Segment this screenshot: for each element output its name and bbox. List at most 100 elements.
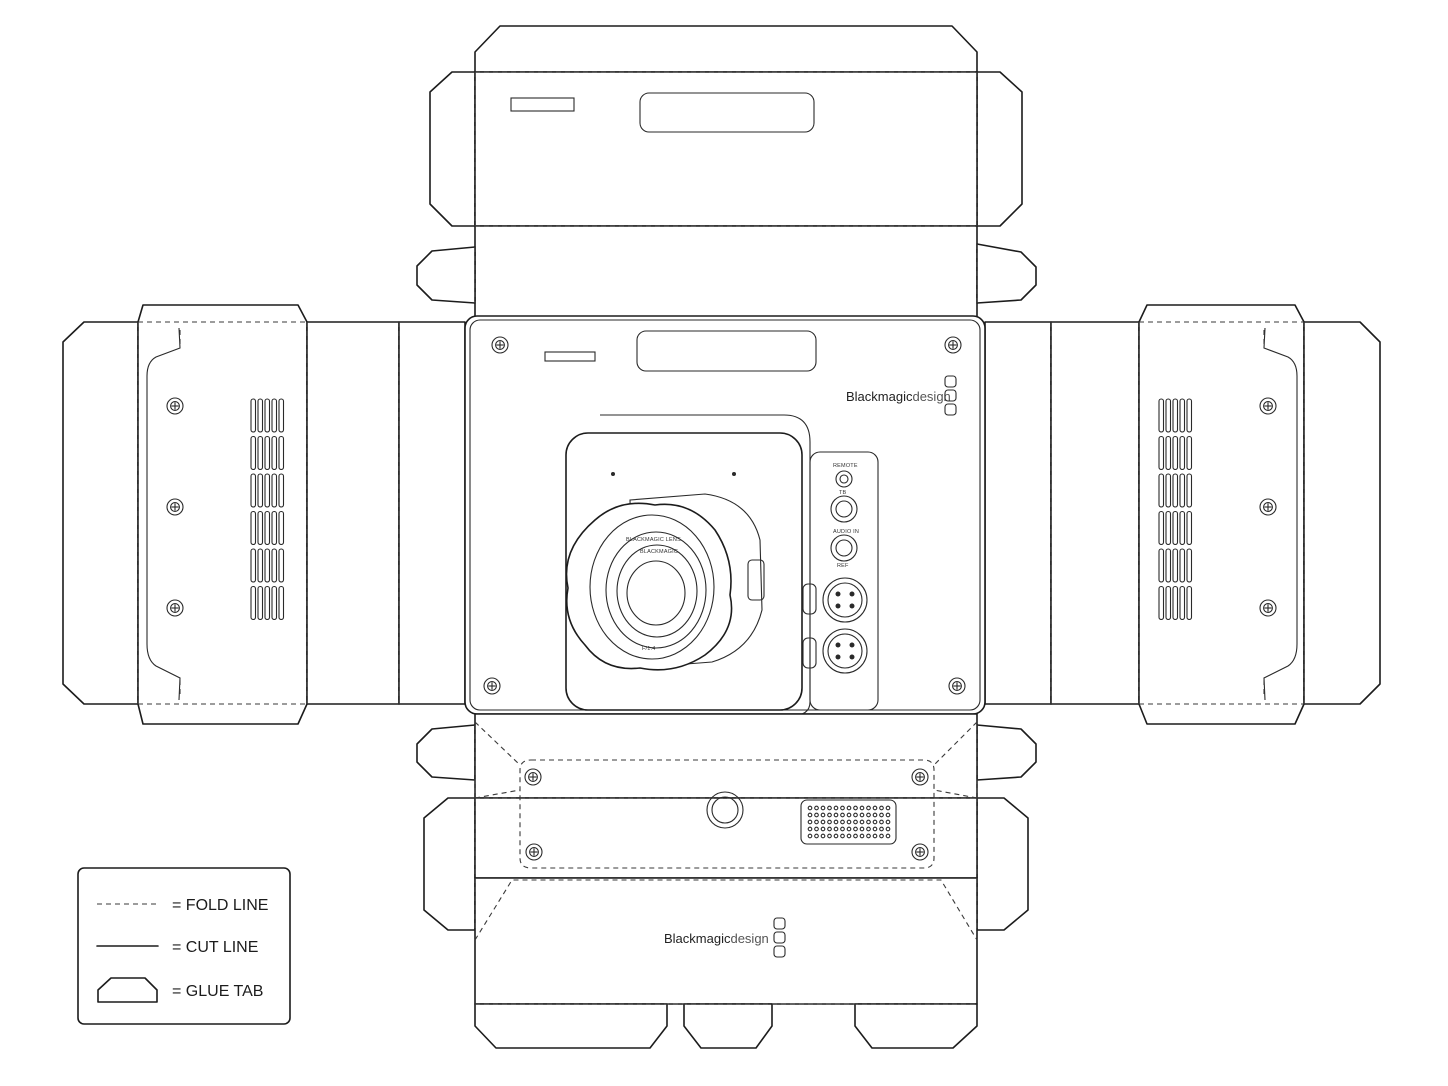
mount-hole <box>732 472 736 476</box>
back-tab-left <box>474 1003 668 1049</box>
vent-slot <box>271 548 278 583</box>
vent-hole <box>807 819 813 825</box>
vent-hole <box>879 833 884 839</box>
vent-slot <box>257 473 264 508</box>
vent-slot <box>1172 435 1179 471</box>
vent-hole <box>840 805 845 811</box>
vent-hole <box>859 833 865 839</box>
top-left-side-flap <box>429 71 476 227</box>
vent-hole <box>833 819 839 825</box>
right-strip-a <box>984 321 1052 705</box>
xlr-connector-upper <box>822 577 868 623</box>
vent-hole <box>866 812 871 818</box>
vent-slot <box>257 548 264 583</box>
latch-upper <box>802 583 817 615</box>
right-outer-glue-flap <box>1303 321 1381 705</box>
vent-slot <box>278 510 285 546</box>
vent-hole <box>853 819 858 825</box>
vent-hole <box>866 826 871 832</box>
lens-ring-text: BLACKMAGIC LENS <box>626 537 681 543</box>
vent-slot <box>278 548 285 583</box>
vent-hole <box>820 805 826 811</box>
vent-slot <box>278 585 285 621</box>
vent-slot <box>1186 435 1193 471</box>
vent-hole <box>872 805 878 811</box>
vent-slot <box>264 548 271 583</box>
vent-hole <box>846 812 852 818</box>
top-right-side-flap <box>976 71 1023 227</box>
vent-slot <box>257 510 264 546</box>
vent-slot <box>1172 548 1179 583</box>
vent-slot <box>1186 473 1193 508</box>
vent-slot <box>250 510 257 546</box>
lens-hood <box>565 502 733 671</box>
vent-hole <box>885 833 891 839</box>
vent-slot <box>257 585 264 621</box>
vent-slot <box>264 435 271 471</box>
vent-slot <box>1165 548 1172 583</box>
vent-hole <box>872 833 878 839</box>
front-small-slot <box>544 351 596 362</box>
lens-inner-ring <box>616 544 698 638</box>
legend: = FOLD LINE = CUT LINE = GLUE TAB <box>77 867 291 1025</box>
screw-icon <box>483 677 501 695</box>
vent-slot <box>1179 398 1186 433</box>
vent-hole <box>885 819 891 825</box>
vent-hole <box>840 812 845 818</box>
vent-slot <box>278 435 285 471</box>
lens-mount-ring <box>629 493 763 669</box>
front-screws <box>483 336 966 695</box>
front-brand-squares <box>944 375 957 416</box>
screw-icon <box>1259 498 1277 516</box>
right-panel-inset <box>1263 327 1298 701</box>
vent-hole <box>885 805 891 811</box>
vent-slot <box>271 398 278 433</box>
back-brand-logo: Blackmagicdesign <box>664 931 769 946</box>
vent-slot <box>1158 548 1165 583</box>
vent-slot <box>1172 585 1179 621</box>
vent-hole <box>833 826 839 832</box>
bottom-group: Blackmagicdesign <box>416 713 1037 1049</box>
top-right-glue-tab <box>976 243 1037 304</box>
vent-hole <box>846 826 852 832</box>
vent-hole <box>853 812 858 818</box>
bottom-diagonal-fold <box>474 721 978 799</box>
top-end-flap <box>474 25 978 73</box>
ports-panel <box>809 451 879 711</box>
vent-hole <box>859 805 865 811</box>
left-side-panel <box>137 304 308 725</box>
vent-slot <box>1179 585 1186 621</box>
vent-hole <box>827 805 832 811</box>
vent-hole <box>866 833 871 839</box>
vent-hole <box>853 805 858 811</box>
vent-hole <box>846 833 852 839</box>
screw-icon <box>166 599 184 617</box>
vent-hole <box>833 812 839 818</box>
vent-hole <box>879 819 884 825</box>
vent-hole <box>853 826 858 832</box>
vent-hole <box>872 826 878 832</box>
top-panel-group <box>416 25 1037 319</box>
vent-slot <box>278 398 285 433</box>
top-handle-slot <box>639 92 815 133</box>
top-panel <box>474 71 978 227</box>
vent-slot <box>250 398 257 433</box>
vent-slot <box>1165 435 1172 471</box>
back-panel <box>474 877 978 1005</box>
vent-slot <box>1165 585 1172 621</box>
bottom-vent-grille <box>800 799 897 845</box>
legend-glue-symbol <box>97 977 158 1003</box>
vent-hole <box>814 826 819 832</box>
port-label: REF <box>837 563 849 569</box>
vent-hole <box>827 819 832 825</box>
vent-hole <box>820 826 826 832</box>
bottom-vent-holes <box>807 805 891 839</box>
vent-hole <box>814 812 819 818</box>
vent-slot <box>264 398 271 433</box>
vent-slot <box>1172 510 1179 546</box>
vent-hole <box>885 826 891 832</box>
vent-hole <box>807 826 813 832</box>
left-strip-b <box>398 321 466 705</box>
vent-hole <box>853 833 858 839</box>
vent-hole <box>827 833 832 839</box>
